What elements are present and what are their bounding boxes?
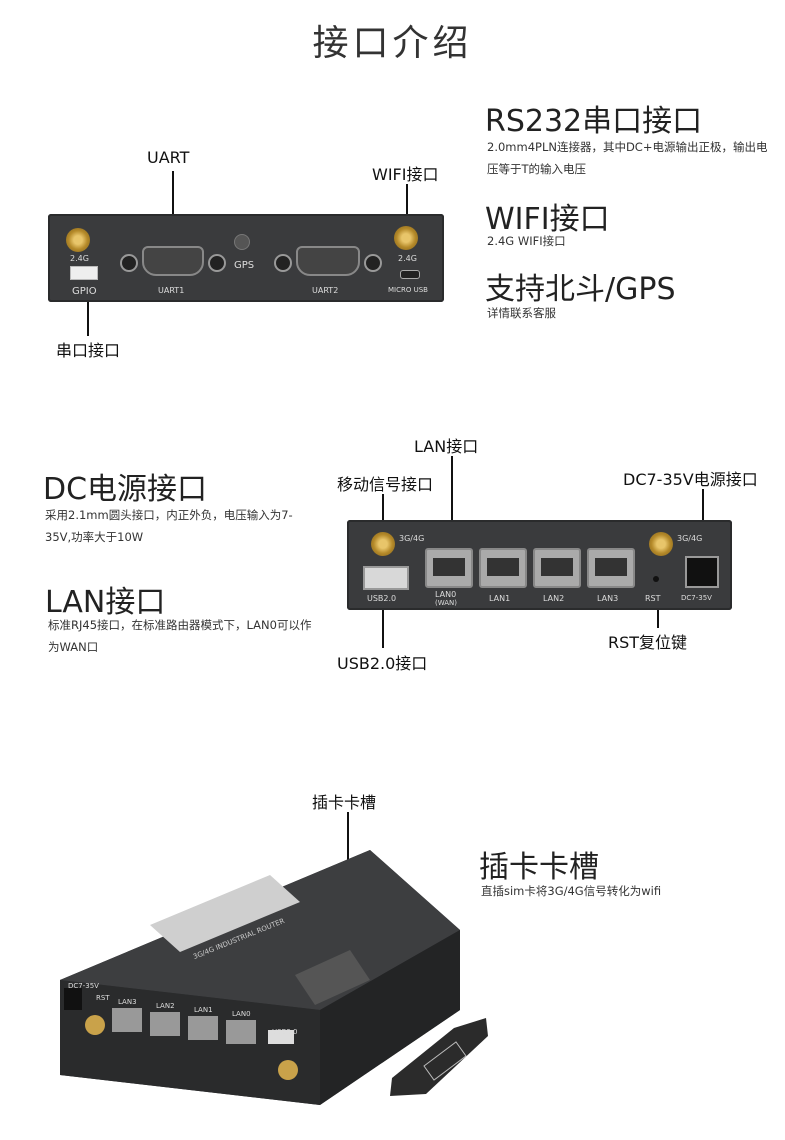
callout-line-rst: [657, 594, 659, 628]
callout-line-mobile: [382, 494, 384, 530]
callout-line-lan: [451, 456, 453, 548]
usb-label: USB2.0: [367, 594, 397, 603]
micro-usb-label: MICRO USB: [388, 286, 428, 294]
lan0-3d-label: LAN0: [232, 1010, 251, 1018]
uart2-label: UART2: [312, 286, 339, 295]
label-sim: 插卡卡槽: [312, 793, 377, 812]
lan2-label: LAN2: [543, 594, 565, 603]
ant-left-label: 3G/4G: [399, 534, 425, 543]
dc-label: DC7-35V: [681, 594, 712, 602]
lan-desc: 标准RJ45接口，在标准路由器模式下，LAN0可以作为WAN口: [48, 618, 312, 654]
callout-line-dc: [702, 489, 704, 547]
feature-rs232-title: RS232串口接口: [485, 104, 703, 139]
callout-line-wifi: [406, 184, 408, 232]
gpio-label: GPIO: [72, 286, 97, 297]
dc-title: DC电源接口: [43, 472, 208, 507]
dc-desc: 采用2.1mm圆头接口，内正外负，电压输入为7-35V,功率大于10W: [45, 508, 293, 544]
rj45-port-icon: [533, 548, 581, 588]
antenna-connector-icon: [66, 228, 90, 252]
lan2-3d-label: LAN2: [156, 1002, 175, 1010]
label-wifi: WIFI接口: [372, 165, 439, 184]
sim-title: 插卡卡槽: [479, 850, 599, 885]
gps-led-icon: [234, 234, 250, 250]
label-serial: 串口接口: [56, 341, 121, 360]
label-usb: USB2.0接口: [337, 654, 428, 673]
uart2-port: [274, 244, 384, 278]
antenna-connector-icon: [371, 532, 395, 556]
sim-tray-icon: [390, 1018, 488, 1096]
gps-label: GPS: [234, 260, 255, 271]
wan-label: (WAN): [435, 599, 458, 607]
db9-connector-icon: [296, 246, 360, 276]
rst-label: RST: [645, 594, 661, 603]
uart1-label: UART1: [158, 286, 185, 295]
gpio-connector-icon: [70, 266, 98, 280]
rst-3d-label: RST: [96, 994, 110, 1002]
rj45-port-icon: [425, 548, 473, 588]
page-title: 接口介绍: [312, 23, 473, 64]
feature-wifi-desc: 2.4G WIFI接口: [487, 234, 566, 248]
rj45-port-icon: [479, 548, 527, 588]
micro-usb-port-icon: [400, 270, 420, 279]
lan-title: LAN接口: [45, 585, 166, 620]
callout-line-uart: [172, 171, 174, 251]
label-dc: DC7-35V电源接口: [623, 470, 758, 489]
dc-jack-icon: [685, 556, 719, 588]
uart1-port: [120, 244, 226, 278]
ant-right-label: 2.4G: [398, 254, 417, 263]
sim-desc: 直插sim卡将3G/4G信号转化为wifi: [481, 884, 662, 898]
rj45-port-icon: [587, 548, 635, 588]
lan0-label: LAN0: [435, 590, 457, 599]
usb-port-icon: [363, 566, 409, 590]
lan1-label: LAN1: [489, 594, 511, 603]
lan1-3d-label: LAN1: [194, 1006, 213, 1014]
antenna-connector-icon: [394, 226, 418, 250]
ant-left-label: 2.4G: [70, 254, 89, 263]
usb-3d-label: USB2.0: [272, 1028, 298, 1036]
label-mobile: 移动信号接口: [337, 475, 434, 494]
router-front-panel: 2.4G GPIO UART1 GPS UART2 2.4G MICRO USB: [48, 214, 444, 302]
db9-connector-icon: [142, 246, 204, 276]
router-3d-illustration: [60, 850, 460, 1105]
router-back-panel: 3G/4G USB2.0 LAN0 (WAN) LAN1 LAN2 LAN3 R…: [347, 520, 732, 610]
lan3-3d-label: LAN3: [118, 998, 137, 1006]
label-rst: RST复位键: [608, 633, 688, 652]
label-lan: LAN接口: [414, 437, 479, 456]
antenna-connector-icon: [649, 532, 673, 556]
feature-rs232-desc: 2.0mm4PLN连接器，其中DC+电源输出正极，输出电压等于T的输入电压: [487, 140, 768, 176]
callout-line-usb: [382, 604, 384, 648]
feature-wifi-title: WIFI接口: [485, 202, 610, 237]
dc-3d-label: DC7-35V: [68, 982, 99, 990]
ant-right-label: 3G/4G: [677, 534, 703, 543]
feature-gps-desc: 详情联系客服: [487, 306, 556, 320]
feature-gps-title: 支持北斗/GPS: [485, 272, 676, 307]
callout-line-serial: [87, 268, 89, 336]
reset-hole-icon: [653, 576, 659, 582]
lan3-label: LAN3: [597, 594, 619, 603]
label-uart: UART: [147, 148, 190, 167]
